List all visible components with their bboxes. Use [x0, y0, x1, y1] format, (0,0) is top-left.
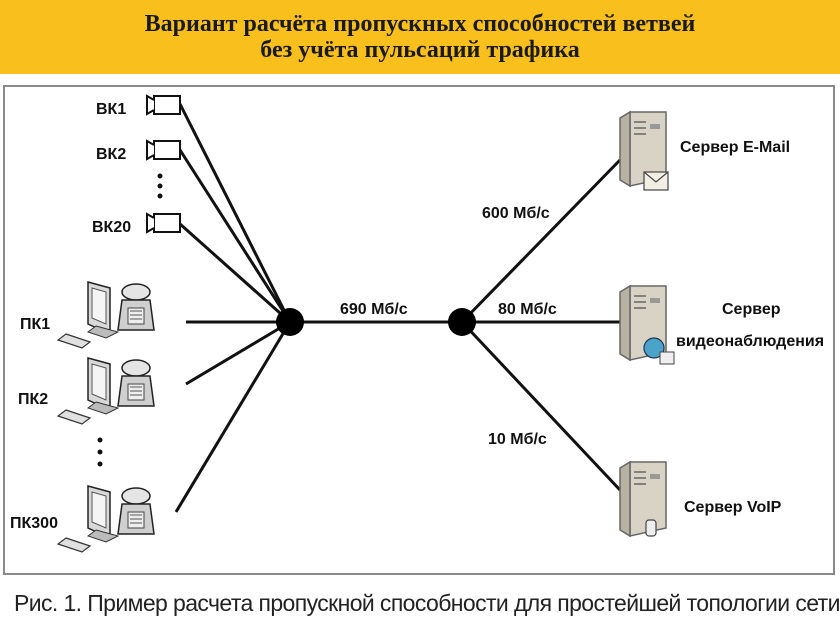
email-speed-label: 600 Мб/с: [482, 205, 550, 222]
phone-handset-icon: [645, 519, 657, 537]
camera-label-1: ВК1: [96, 101, 126, 118]
network-diagram: ВК1 ВК2 ВК20 ПК1 ПК2 ПК300 690 Мб/с 600 …: [3, 85, 835, 575]
pc-label-1: ПК1: [20, 316, 50, 333]
camera-icon: [146, 95, 181, 115]
video-server-label-2: видеонаблюдения: [676, 333, 824, 350]
video-server-label-1: Сервер: [722, 301, 781, 318]
pc-label-2: ПК2: [18, 391, 48, 408]
access-links: [174, 103, 292, 513]
title-line-1: Вариант расчёта пропускных способностей …: [144, 11, 696, 37]
voip-server-label: Сервер VoIP: [684, 499, 782, 516]
camera-icon: [146, 140, 181, 160]
camera-icon: [146, 213, 181, 233]
camera-label-20: ВК20: [92, 219, 131, 236]
camera-globe-icon: [643, 337, 675, 365]
envelope-icon: [643, 171, 669, 191]
trunk-speed-label: 690 Мб/с: [340, 301, 408, 318]
hub-node-left: [276, 308, 304, 336]
diagram-border: [3, 85, 835, 575]
camera-label-2: ВК2: [96, 146, 126, 163]
email-server-label: Сервер E-Mail: [680, 139, 790, 156]
pc-ellipsis: [97, 437, 103, 467]
pc-phone-icon: [57, 281, 155, 349]
email-link: [460, 158, 622, 324]
figure-caption: Рис. 1. Пример расчета пропускной способ…: [14, 590, 840, 616]
pc-phone-icon: [57, 485, 155, 553]
pc-label-300: ПК300: [10, 515, 58, 532]
title-bar: Вариант расчёта пропускных способностей …: [0, 0, 840, 74]
hub-node-right: [448, 308, 476, 336]
video-speed-label: 80 Мб/с: [498, 301, 557, 318]
pc-phone-icon: [57, 357, 155, 425]
title-line-2: без учёта пульсаций трафика: [260, 37, 580, 63]
voip-server-icon: [619, 461, 667, 537]
camera-ellipsis: [157, 173, 163, 199]
voip-speed-label: 10 Мб/с: [488, 431, 547, 448]
voip-link: [460, 320, 622, 492]
